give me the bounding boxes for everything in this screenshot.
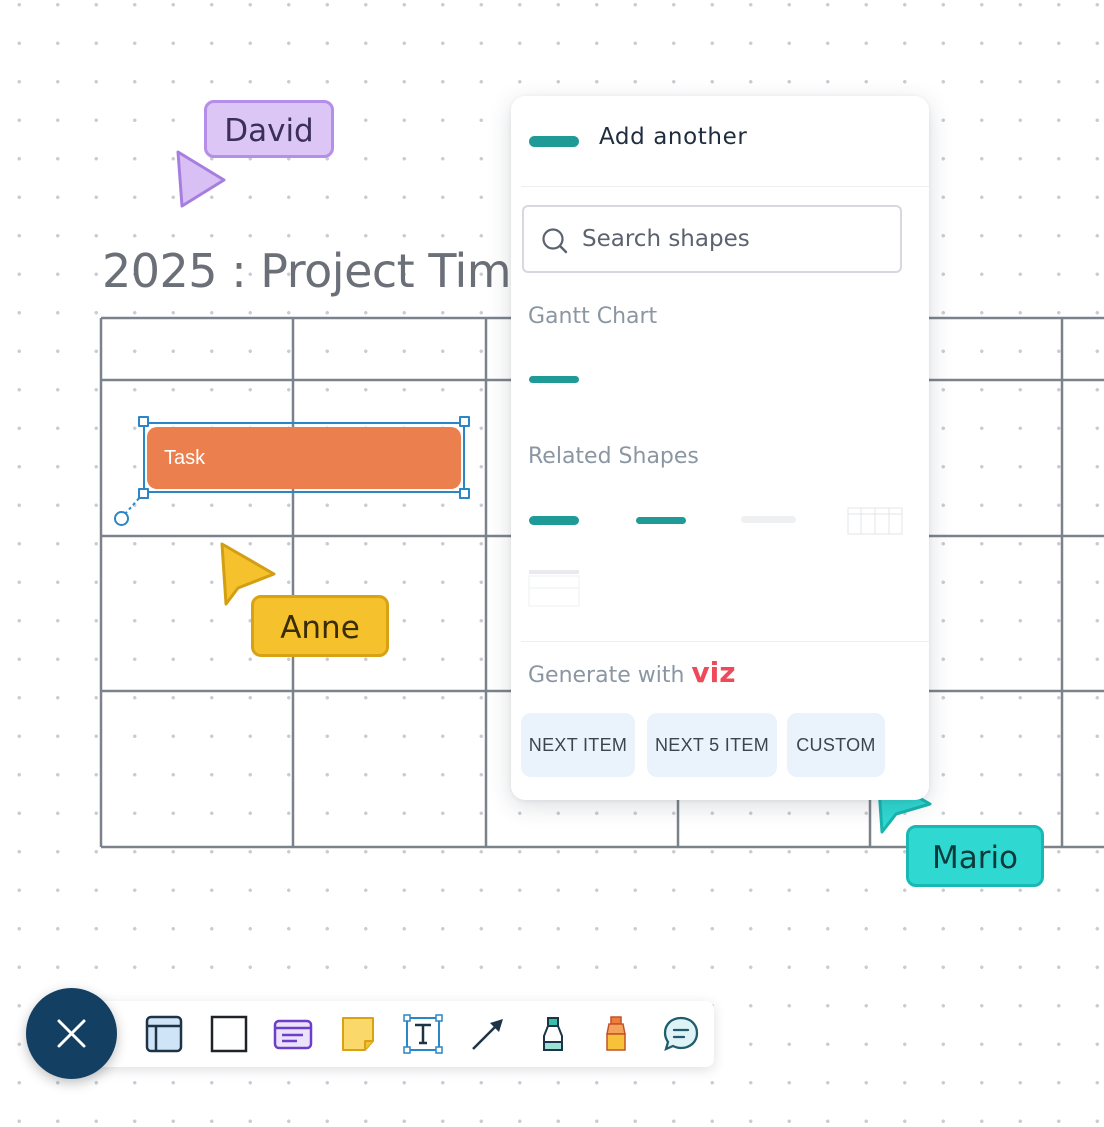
related-shape-table-icon[interactable] bbox=[847, 506, 903, 536]
cursor-label-david: David bbox=[204, 100, 334, 158]
task-bar[interactable]: Task bbox=[147, 427, 461, 489]
panel-divider bbox=[521, 186, 929, 187]
resize-handle-top-left[interactable] bbox=[138, 416, 149, 427]
resize-handle-bottom-right[interactable] bbox=[459, 488, 470, 499]
generate-text: Generate with bbox=[528, 663, 685, 688]
text-icon[interactable] bbox=[403, 1014, 443, 1054]
frame-icon[interactable] bbox=[144, 1014, 184, 1054]
related-section-label: Related Shapes bbox=[528, 444, 699, 469]
resize-handle-top-right[interactable] bbox=[459, 416, 470, 427]
add-another-button[interactable]: Add another bbox=[599, 124, 748, 150]
comment-icon[interactable] bbox=[661, 1014, 701, 1054]
panel-divider-bottom bbox=[521, 641, 929, 642]
viz-logo: viz bbox=[691, 656, 736, 689]
cursor-label-mario: Mario bbox=[906, 825, 1044, 887]
generate-label: Generate with viz bbox=[528, 656, 736, 689]
close-toolbar-button[interactable] bbox=[26, 988, 117, 1079]
related-shape-thin-bar-icon[interactable] bbox=[636, 517, 686, 524]
gantt-section-label: Gantt Chart bbox=[528, 304, 658, 329]
selection-outline bbox=[143, 422, 465, 493]
cursor-anne-icon bbox=[220, 542, 276, 606]
next-item-button[interactable]: NEXT ITEM bbox=[521, 713, 635, 777]
bottom-toolbar bbox=[68, 1001, 714, 1067]
connector-handle[interactable] bbox=[114, 511, 129, 526]
sticky-note-icon[interactable] bbox=[338, 1014, 378, 1054]
card-icon[interactable] bbox=[273, 1014, 313, 1054]
cursor-label-anne: Anne bbox=[251, 595, 389, 657]
gantt-bar-shape-icon[interactable] bbox=[529, 376, 579, 383]
marker-icon[interactable] bbox=[533, 1014, 573, 1054]
add-another-shape-icon[interactable] bbox=[529, 136, 579, 147]
related-shape-chart-icon[interactable] bbox=[527, 568, 583, 610]
custom-button[interactable]: CUSTOM bbox=[787, 713, 885, 777]
search-placeholder: Search shapes bbox=[582, 226, 750, 252]
page-title[interactable]: 2025 : Project Tim bbox=[102, 244, 512, 298]
search-shapes-input[interactable]: Search shapes bbox=[522, 205, 902, 273]
highlighter-icon[interactable] bbox=[596, 1014, 636, 1054]
related-shape-bar-icon[interactable] bbox=[529, 516, 579, 525]
related-shape-faint-bar-icon[interactable] bbox=[741, 516, 796, 523]
arrow-icon[interactable] bbox=[468, 1014, 508, 1054]
search-icon bbox=[542, 228, 568, 254]
resize-handle-bottom-left[interactable] bbox=[138, 488, 149, 499]
next-5-item-button[interactable]: NEXT 5 ITEM bbox=[647, 713, 777, 777]
cursor-david-icon bbox=[176, 150, 226, 208]
close-icon bbox=[57, 1019, 86, 1048]
rectangle-icon[interactable] bbox=[209, 1014, 249, 1054]
shape-panel: Add another Search shapes Gantt Chart Re… bbox=[511, 96, 929, 800]
